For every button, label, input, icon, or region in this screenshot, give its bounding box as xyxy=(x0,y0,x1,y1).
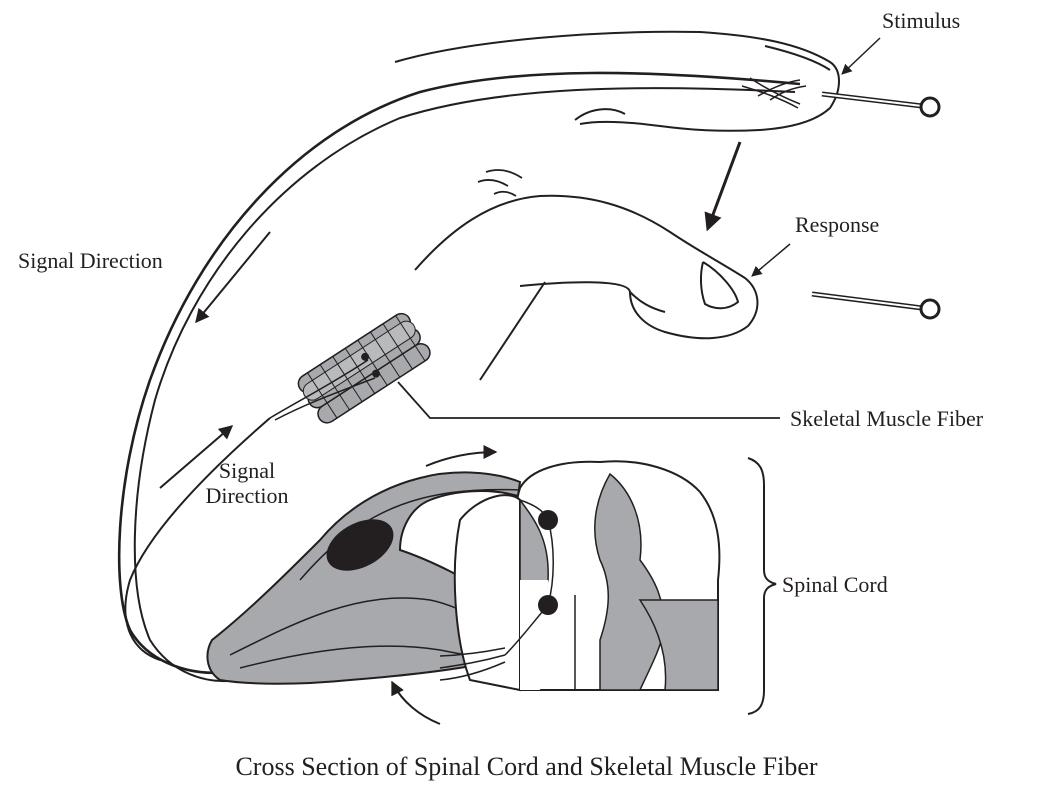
response-pin-icon xyxy=(812,294,939,318)
muscle-leader-line xyxy=(398,382,780,418)
signal-direction-lower-line2: Direction xyxy=(188,483,306,508)
signal-arrow-upper xyxy=(196,232,270,322)
figure-caption: Cross Section of Spinal Cord and Skeleta… xyxy=(0,752,1053,782)
spinal-cord-bracket xyxy=(748,458,776,714)
response-label: Response xyxy=(795,212,879,237)
stimulus-pointer-arrow xyxy=(842,38,880,74)
skeletal-muscle-fiber-label: Skeletal Muscle Fiber xyxy=(790,406,983,431)
signal-direction-label-lower: Signal Direction xyxy=(188,458,306,509)
signal-direction-lower-line1: Signal xyxy=(188,458,306,483)
motion-lines-icon xyxy=(478,170,522,196)
signal-direction-label-top: Signal Direction xyxy=(18,248,163,273)
spinal-cord-label: Spinal Cord xyxy=(782,572,888,597)
finger-lower xyxy=(415,196,757,380)
movement-arrow-icon xyxy=(708,142,740,228)
signal-arrow-cord-top xyxy=(426,452,496,466)
stimulus-pin-icon xyxy=(822,94,939,116)
stimulus-label: Stimulus xyxy=(882,8,960,33)
spinal-cord-cross-section xyxy=(455,461,720,690)
skeletal-muscle-fiber xyxy=(295,310,433,426)
signal-arrow-cord-bottom xyxy=(392,682,440,724)
response-pointer-arrow xyxy=(752,244,790,276)
